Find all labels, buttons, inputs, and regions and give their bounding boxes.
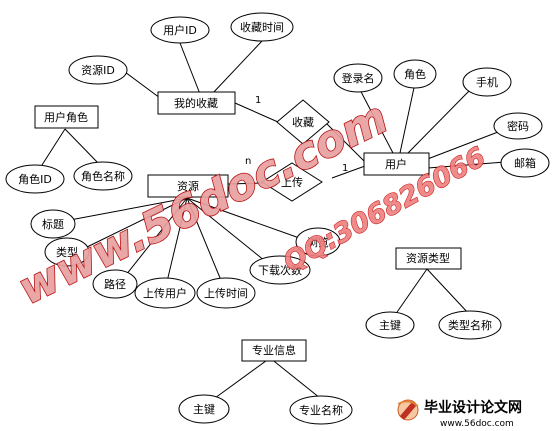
entity-resource-label: 资源 xyxy=(177,179,199,193)
entity-my-favorites: 我的收藏 xyxy=(157,91,236,115)
attribute-user-role: 角色 xyxy=(393,59,437,89)
entity-resource: 资源 xyxy=(147,174,229,198)
connector-lines xyxy=(41,40,506,399)
attribute-path: 路径 xyxy=(92,269,138,299)
attribute-uploader-label: 上传用户 xyxy=(143,286,187,300)
relationship-upload-label: 上传 xyxy=(281,176,303,189)
entity-major-info-label: 专业信息 xyxy=(252,343,296,357)
cardinality-upload-user: 1 xyxy=(342,163,348,174)
attribute-browse-count: 浏览 xyxy=(295,227,341,257)
attribute-login-name: 登录名 xyxy=(333,63,383,93)
attribute-rtype-name: 类型名称 xyxy=(438,310,502,340)
entity-my-favorites-label: 我的收藏 xyxy=(174,96,218,110)
attribute-major-key: 主键 xyxy=(178,394,230,424)
entity-user-label: 用户 xyxy=(385,157,407,171)
entity-user-role-label: 用户角色 xyxy=(44,110,88,124)
entity-resource-type-label: 资源类型 xyxy=(406,251,450,265)
attribute-user-role-label: 角色 xyxy=(404,67,426,81)
attribute-browse-count-label: 浏览 xyxy=(307,235,329,249)
attribute-email-label: 邮箱 xyxy=(514,156,536,170)
attribute-uploader: 上传用户 xyxy=(134,277,196,309)
cardinality-upload-resource: n xyxy=(245,156,251,167)
entity-user: 用户 xyxy=(363,152,430,176)
attribute-rtype-name-label: 类型名称 xyxy=(448,318,492,332)
attribute-download-count: 下载次数 xyxy=(249,255,311,285)
attribute-path-label: 路径 xyxy=(104,278,126,291)
attribute-fav-time: 收藏时间 xyxy=(230,12,294,42)
attribute-major-key-label: 主键 xyxy=(193,402,215,416)
attribute-upload-time: 上传时间 xyxy=(196,277,256,309)
relationship-favorite: 收藏 xyxy=(276,99,330,145)
entity-major-info: 专业信息 xyxy=(241,339,307,362)
relationship-upload: 上传 xyxy=(261,162,323,202)
attribute-upload-time-label: 上传时间 xyxy=(204,287,248,300)
attribute-login-name-label: 登录名 xyxy=(342,71,375,85)
relationship-favorite-label: 收藏 xyxy=(292,115,314,129)
attribute-rtype-key-label: 主键 xyxy=(379,318,401,332)
attribute-password: 密码 xyxy=(493,112,543,140)
attribute-major-name-label: 专业名称 xyxy=(299,403,343,417)
attribute-title-label: 标题 xyxy=(42,217,64,231)
attribute-phone-label: 手机 xyxy=(476,75,498,89)
attribute-fav-user-id-label: 用户ID xyxy=(163,23,197,37)
cardinality-favorite: 1 xyxy=(255,95,261,106)
attribute-type: 类型 xyxy=(44,237,90,267)
attribute-rtype-key: 主键 xyxy=(365,311,415,339)
attribute-major-name: 专业名称 xyxy=(289,395,353,425)
attribute-role-id-label: 角色ID xyxy=(18,172,52,186)
site-logo: 毕业设计论文网 www.56doc.com xyxy=(397,399,522,429)
entity-resource-type: 资源类型 xyxy=(395,247,462,270)
attribute-email: 邮箱 xyxy=(500,148,550,178)
attribute-fav-user-id: 用户ID xyxy=(150,16,210,44)
logo-icon xyxy=(397,399,419,421)
logo-text: 毕业设计论文网 xyxy=(424,399,522,416)
attribute-password-label: 密码 xyxy=(507,119,529,133)
attribute-fav-resource-id-label: 资源ID xyxy=(81,63,115,77)
attribute-fav-resource-id: 资源ID xyxy=(68,55,128,85)
attribute-role-id: 角色ID xyxy=(5,164,65,194)
attribute-phone: 手机 xyxy=(462,67,512,97)
entity-user-role: 用户角色 xyxy=(34,105,99,129)
attribute-type-label: 类型 xyxy=(56,245,78,259)
attribute-fav-time-label: 收藏时间 xyxy=(240,20,284,34)
attribute-download-count-label: 下载次数 xyxy=(258,263,302,277)
attribute-role-name-label: 角色名称 xyxy=(81,169,125,183)
attribute-title: 标题 xyxy=(30,209,76,239)
attribute-role-name: 角色名称 xyxy=(73,161,133,191)
logo-url: www.56doc.com xyxy=(440,419,514,429)
